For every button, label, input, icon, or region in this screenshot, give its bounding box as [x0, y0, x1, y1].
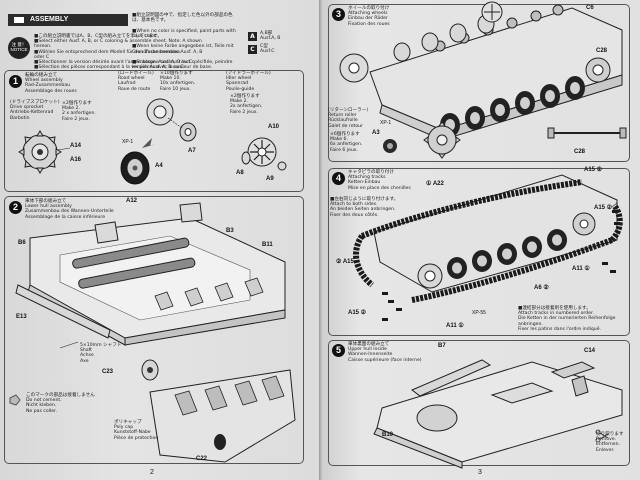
step-3-panel: [328, 4, 630, 162]
part-label: B11: [262, 242, 273, 248]
part-label: B7: [438, 343, 446, 349]
notice-badge: 注 意！ NOTICE: [8, 37, 30, 59]
intro-line: ■When no color is specified, paint parts…: [132, 28, 236, 40]
step-5-panel: [328, 340, 630, 466]
xp-tag: XP-1: [380, 120, 392, 126]
part-label: A4: [155, 163, 163, 169]
notice-line: ■Select either Ausf. A, B, or C coloring…: [34, 39, 202, 50]
part-label: A8: [236, 170, 244, 176]
part-label: B10: [382, 432, 394, 438]
road-wheel-caption: (ロードホイール) Road wheel Laufrad Roue de rou…: [118, 71, 154, 92]
part-label: A12: [126, 198, 138, 204]
idler-count: ×2個作ります Make 2. 2x anfertigen. Faire 2 j…: [230, 94, 263, 115]
code-c-text: C型 Ausf.C: [260, 44, 275, 55]
intro-line: ■Si aucune couleur n'est spécifiée, pein…: [132, 60, 233, 71]
part-label: C28: [596, 48, 608, 54]
step-3-title: ホイールの取り付け Attaching wheels Einbau der Rä…: [348, 6, 390, 27]
step-3-number: 3: [332, 8, 345, 21]
callout-label: A15 ②: [584, 167, 603, 173]
step-4-title: キャタピラの取り付け Attaching tracks Ketten-Einba…: [348, 170, 411, 191]
step-3-drawing: [339, 1, 627, 159]
callout-label: A15 ②: [594, 205, 613, 211]
assembly-title: ASSEMBLY: [8, 14, 128, 26]
part-label: A9: [266, 176, 274, 182]
step-5-drawing: [373, 359, 623, 469]
sprocket-caption: (ドライブスプロケット) Drive sprocket Antriebs-Ket…: [10, 100, 60, 121]
page-number: 3: [478, 469, 482, 476]
code-c-badge: C: [248, 45, 257, 54]
callout-label: A15 ②: [348, 310, 367, 316]
left-page: ASSEMBLY ■組立説明図の中で、指定した色以外の部品の色は、基本色です。 …: [0, 0, 322, 480]
step-5-number: 5: [332, 344, 345, 357]
step-5-title: 車体裏面の組み立て Upper hull inside Wannen-Innen…: [348, 342, 422, 363]
poly-cap-note: ポリキャップ Poly cap Kunststoff-Nabe Pièce de…: [114, 420, 159, 441]
code-a-text: A,B部 Ausf.A, B: [260, 31, 281, 42]
step-2-drawing: [9, 202, 296, 463]
part-label: C14: [584, 348, 596, 354]
track-order-note: ■連結部分は接着剤を使用します。 Attach tracks in number…: [518, 306, 616, 332]
step-4-drawing: [353, 174, 623, 321]
step-1-title: 転輪の組み立て Wheel assembly Rad-Zusammenbau A…: [25, 73, 77, 94]
step-1-number: 1: [9, 75, 22, 88]
part-label: B3: [226, 228, 234, 234]
idler-caption: (アイドラーホイール) Idler wheel Spannrad Poulie-…: [226, 71, 271, 92]
step-1-panel: [4, 70, 304, 192]
notice-line: ■Wählen Sie entsprechend dem Modell für …: [34, 49, 203, 60]
step-2-panel: [4, 196, 304, 464]
step-2-number: 2: [9, 201, 22, 214]
sprocket-count: ×2個作ります Make 2. 2 x anfertigen. Faire 2 …: [62, 101, 96, 122]
callout-label: ② A15: [336, 259, 354, 265]
return-roller-caption: (リターンローラー) Return roller Rücklaufrolle G…: [328, 108, 369, 129]
part-label: A7: [188, 148, 196, 154]
callout-label: A6 ②: [534, 285, 549, 291]
xp-tag: XP-55: [472, 310, 486, 316]
return-roller-count: ×6個作ります Make 6. 6x anfertigen. Faire 6 j…: [330, 132, 363, 153]
part-label: C28: [574, 149, 586, 155]
notice-line: ■Sélection des pièces correspondant à la…: [34, 65, 185, 71]
notice-line: ■この組立説明書ではA、B、C型の組み立てを示しています。: [34, 34, 162, 39]
intro-text: ■組立説明図の中で、指定した色以外の部品の色は、基本色です。 ■When no …: [132, 8, 240, 76]
step-2-title: 車体下部の組み立て Lower hull assembly Zusammenba…: [25, 199, 114, 220]
part-label: A10: [268, 124, 280, 130]
right-page: 3 ホイールの取り付け Attaching wheels Einbau der …: [322, 0, 640, 480]
no-cement-note: このマークの部品は接着しません Do not cement. Nicht kle…: [26, 393, 95, 414]
remove-note: 切り取ります Remove. Entfernen. Enlever.: [596, 432, 624, 453]
part-label: E13: [16, 314, 27, 320]
callout-label: A11 ①: [446, 323, 464, 329]
both-sides-note: ■左右同じように取り付けます。 Attach to both sides. An…: [330, 197, 399, 218]
code-a-badge: A: [248, 32, 257, 41]
intro-line: ■Wenn keine Farbe angegeben ist, Teile m…: [132, 44, 234, 55]
part-label: A14: [70, 143, 82, 149]
callout-label: ① A22: [426, 181, 444, 187]
page-number: 2: [150, 469, 154, 476]
shaft-note: 5×10mm シャフト Shaft Achse Axe: [80, 343, 122, 364]
part-label: A3: [372, 130, 380, 136]
step-4-panel: [328, 168, 630, 336]
notice-line: ■Sélectionner la version désirée avant l…: [34, 60, 193, 66]
notice-text: ■この組立説明書ではA、B、C型の組み立てを示しています。 ■Select ei…: [34, 34, 214, 70]
part-label: B6: [18, 240, 26, 246]
road-wheel-count: ×10個作ります Make 10. 10x anfertigen. Faire …: [160, 71, 196, 92]
part-label: C23: [102, 369, 114, 375]
intro-line: ■組立説明図の中で、指定した色以外の部品の色は、基本色です。: [132, 13, 233, 24]
callout-label: A11 ①: [572, 266, 590, 272]
part-label: C6: [586, 5, 594, 11]
part-label: C22: [196, 456, 208, 462]
step-4-number: 4: [332, 172, 345, 185]
part-label: A16: [70, 157, 82, 163]
drive-sprocket-drawing: [18, 130, 62, 174]
step-1-drawing: [18, 98, 287, 185]
xp-tag: XP-1: [122, 139, 134, 145]
